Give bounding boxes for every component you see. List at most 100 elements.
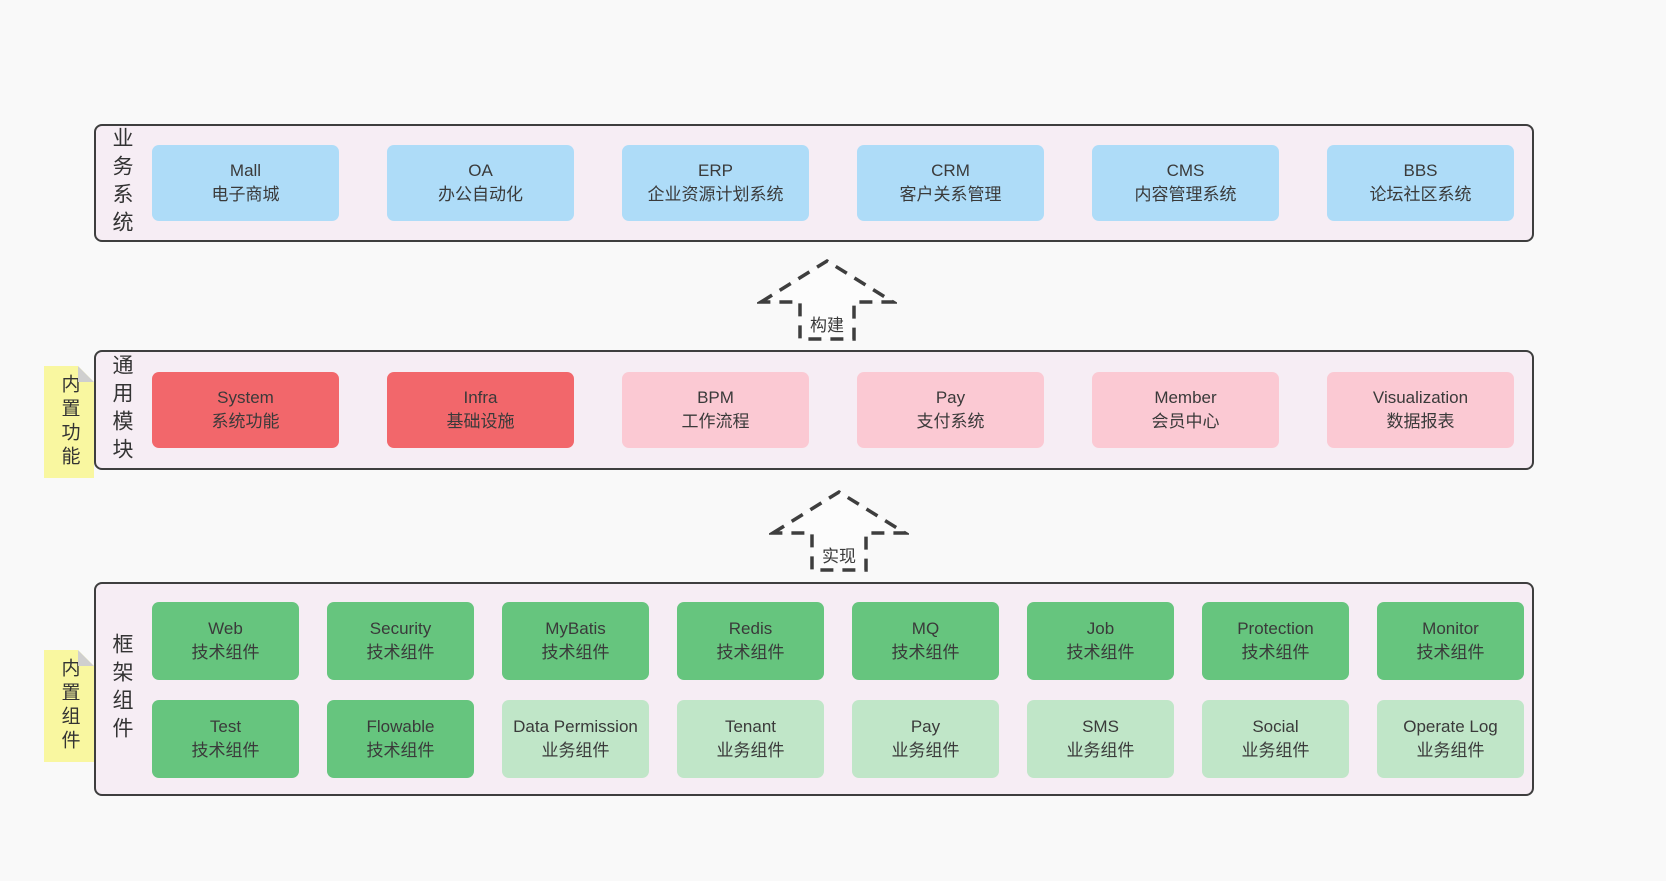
box-subtitle: 技术组件: [366, 741, 435, 760]
box-subtitle: 技术组件: [366, 643, 435, 662]
box-title: CRM: [931, 161, 970, 181]
folded-corner-icon: [78, 366, 94, 382]
box-title: MyBatis: [545, 619, 606, 639]
note-text: 内置功能: [58, 374, 80, 470]
box-title: Visualization: [1372, 388, 1469, 408]
box-subtitle: 基础设施: [446, 412, 515, 431]
box-subtitle: 系统功能: [211, 412, 280, 431]
section-label: 通用模块: [110, 354, 133, 466]
note-text: 内置组件: [58, 658, 80, 754]
box-web: Web 技术组件: [152, 602, 299, 680]
box-social: Social 业务组件: [1202, 700, 1349, 778]
box-tenant: Tenant 业务组件: [677, 700, 824, 778]
box-operate-log: Operate Log 业务组件: [1377, 700, 1524, 778]
box-pay-system: Pay 支付系统: [857, 372, 1044, 448]
box-title: BPM: [697, 388, 734, 408]
box-subtitle: 论坛社区系统: [1369, 185, 1472, 204]
box-title: Member: [1154, 388, 1217, 408]
box-bpm: BPM 工作流程: [622, 372, 809, 448]
box-system: System 系统功能: [152, 372, 339, 448]
business-box-row: Mall 电子商城 OA 办公自动化 ERP 企业资源计划系统 CRM 客户关系…: [152, 145, 1514, 221]
box-subtitle: 工作流程: [681, 412, 750, 431]
box-member: Member 会员中心: [1092, 372, 1279, 448]
box-title: Operate Log: [1403, 717, 1498, 737]
box-title: OA: [468, 161, 493, 181]
box-title: Redis: [728, 619, 773, 639]
sticky-note-builtin-components: 内置组件: [44, 650, 94, 762]
box-title: Mall: [229, 161, 262, 181]
box-mq: MQ 技术组件: [852, 602, 999, 680]
box-title: Monitor: [1422, 619, 1479, 639]
box-subtitle: 业务组件: [1066, 741, 1135, 760]
box-infra: Infra 基础设施: [387, 372, 574, 448]
dashed-up-arrow-icon: [757, 258, 897, 341]
box-bbs: BBS 论坛社区系统: [1327, 145, 1514, 221]
box-title: MQ: [911, 619, 940, 639]
box-subtitle: 客户关系管理: [899, 185, 1002, 204]
box-subtitle: 企业资源计划系统: [647, 185, 784, 204]
arrow-implement: 实现: [769, 486, 909, 574]
box-subtitle: 业务组件: [891, 741, 960, 760]
box-redis: Redis 技术组件: [677, 602, 824, 680]
box-pay-component: Pay 业务组件: [852, 700, 999, 778]
box-title: Flowable: [366, 717, 435, 737]
section-label: 业务系统: [110, 127, 133, 239]
arrow-label: 实现: [820, 542, 858, 567]
box-subtitle: 技术组件: [1416, 643, 1485, 662]
modules-box-row: System 系统功能 Infra 基础设施 BPM 工作流程 Pay 支付系统…: [152, 372, 1514, 448]
box-subtitle: 电子商城: [211, 185, 280, 204]
box-title: SMS: [1082, 717, 1119, 737]
box-subtitle: 技术组件: [716, 643, 785, 662]
box-subtitle: 会员中心: [1151, 412, 1220, 431]
box-mall: Mall 电子商城: [152, 145, 339, 221]
box-title: Social: [1252, 717, 1299, 737]
components-box-grid: Web 技术组件 Security 技术组件 MyBatis 技术组件 Redi…: [152, 602, 1524, 778]
box-cms: CMS 内容管理系统: [1092, 145, 1279, 221]
box-title: CMS: [1166, 161, 1205, 181]
box-title: ERP: [698, 161, 733, 181]
box-subtitle: 支付系统: [916, 412, 985, 431]
box-title: Web: [208, 619, 243, 639]
box-flowable: Flowable 技术组件: [327, 700, 474, 778]
box-crm: CRM 客户关系管理: [857, 145, 1044, 221]
box-title: Security: [369, 619, 432, 639]
box-subtitle: 技术组件: [891, 643, 960, 662]
box-mybatis: MyBatis 技术组件: [502, 602, 649, 680]
section-framework-components: 内置组件 框架组件 Web 技术组件 Security 技术组件 MyBatis…: [94, 582, 1534, 796]
box-title: Infra: [463, 388, 498, 408]
dashed-up-arrow-icon: [769, 489, 909, 572]
box-protection: Protection 技术组件: [1202, 602, 1349, 680]
box-title: Job: [1086, 619, 1115, 639]
box-subtitle: 内容管理系统: [1134, 185, 1237, 204]
box-subtitle: 技术组件: [1066, 643, 1135, 662]
section-common-modules: 内置功能 通用模块 System 系统功能 Infra 基础设施 BPM 工作流…: [94, 350, 1534, 470]
box-subtitle: 技术组件: [541, 643, 610, 662]
box-data-permission: Data Permission 业务组件: [502, 700, 649, 778]
box-title: BBS: [1403, 161, 1438, 181]
box-title: Tenant: [724, 717, 777, 737]
box-erp: ERP 企业资源计划系统: [622, 145, 809, 221]
box-subtitle: 业务组件: [541, 741, 610, 760]
box-title: Data Permission: [513, 717, 638, 737]
box-monitor: Monitor 技术组件: [1377, 602, 1524, 680]
arrow-build: 构建: [757, 255, 897, 343]
box-title: Protection: [1237, 619, 1314, 639]
folded-corner-icon: [78, 650, 94, 666]
box-subtitle: 办公自动化: [438, 185, 523, 204]
section-label: 框架组件: [110, 633, 133, 745]
box-subtitle: 业务组件: [1241, 741, 1310, 760]
section-business-systems: 业务系统 Mall 电子商城 OA 办公自动化 ERP 企业资源计划系统 CRM…: [94, 124, 1534, 242]
box-subtitle: 业务组件: [1416, 741, 1485, 760]
box-title: Pay: [910, 717, 941, 737]
box-title: Pay: [935, 388, 966, 408]
box-subtitle: 业务组件: [716, 741, 785, 760]
arrow-label: 构建: [808, 311, 846, 336]
box-job: Job 技术组件: [1027, 602, 1174, 680]
box-subtitle: 技术组件: [191, 741, 260, 760]
box-subtitle: 技术组件: [1241, 643, 1310, 662]
box-oa: OA 办公自动化: [387, 145, 574, 221]
box-title: Test: [209, 717, 242, 737]
box-subtitle: 技术组件: [191, 643, 260, 662]
box-security: Security 技术组件: [327, 602, 474, 680]
